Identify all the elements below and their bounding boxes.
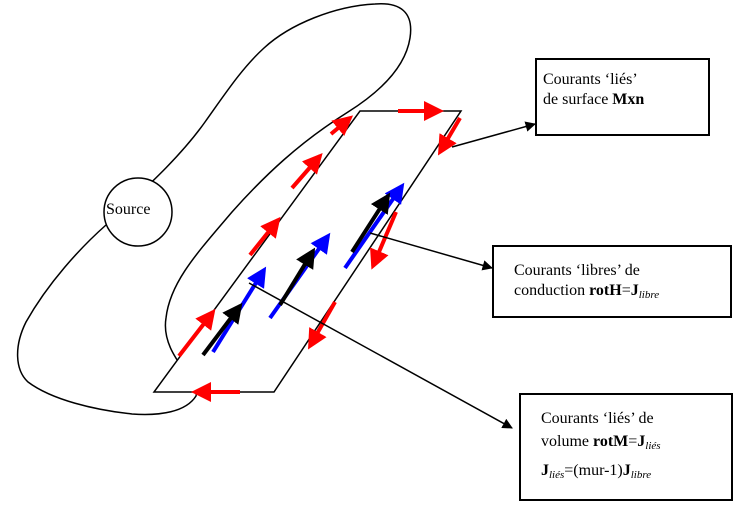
callout-free-currents: Courants ‘libres’ de conduction rotH=Jli… — [492, 245, 732, 318]
volume-line1: Courants ‘liés’ de — [541, 410, 654, 427]
libres-line1: Courants ‘libres’ de — [514, 262, 640, 279]
surface-line2: de surface Mxn — [543, 91, 645, 108]
magnetization-arrows — [201, 192, 391, 357]
surface-current-arrow — [370, 211, 398, 270]
callout-pointers — [248, 121, 537, 429]
pointer-volume — [248, 282, 513, 429]
libres-line2: conduction rotH=Jlibre — [514, 282, 660, 301]
magnetization-arrow — [201, 302, 243, 357]
volume-line2: volume rotM=Jliés — [541, 433, 661, 453]
pointer-surface — [451, 121, 537, 148]
surface-current-arrow — [437, 116, 462, 156]
free-current-arrow — [343, 182, 405, 270]
surface-current-arrow — [329, 115, 354, 136]
magnetization-arrow — [278, 247, 316, 307]
magnetized-slab — [152, 110, 463, 393]
surface-current-arrow — [290, 152, 323, 190]
surface-current-arrow — [248, 216, 281, 257]
surface-bound-currents — [177, 101, 462, 402]
callout-surface-currents: Courants ‘liés’ de surface Mxn — [535, 58, 710, 136]
surface-current-arrow — [177, 308, 216, 358]
source-label: Source — [106, 201, 151, 218]
source-circle — [103, 177, 173, 247]
surface-line1: Courants ‘liés’ — [543, 71, 638, 88]
volume-line3: Jliés=(mur-1)Jlibre — [541, 462, 652, 482]
magnetization-arrow — [350, 192, 391, 254]
pointer-libres — [369, 232, 494, 271]
callout-volume-currents: Courants ‘liés’ de volume rotM=Jliés Jli… — [519, 393, 733, 501]
